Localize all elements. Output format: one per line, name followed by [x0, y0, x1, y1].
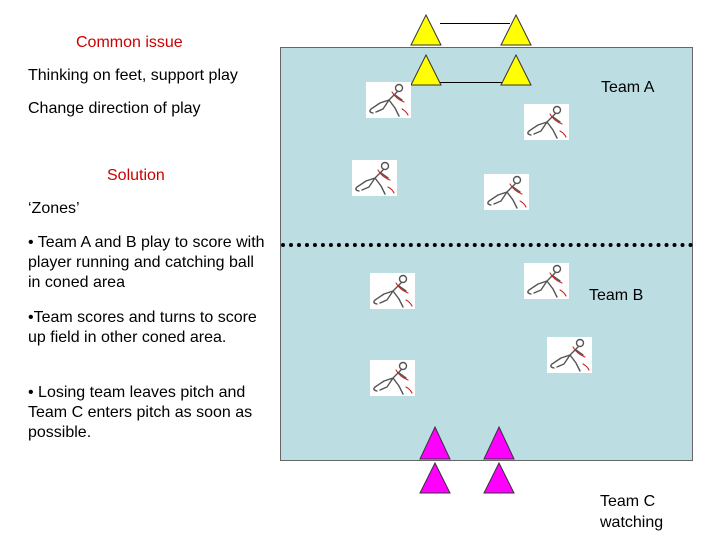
hockey-player-icon — [524, 263, 569, 299]
zone-divider-line — [281, 243, 693, 247]
hockey-player-icon — [352, 160, 397, 196]
cone-icon — [500, 13, 532, 46]
issue-heading: Common issue — [76, 34, 183, 51]
cone-icon — [483, 461, 515, 494]
hockey-player-icon — [547, 337, 592, 373]
hockey-player-icon — [370, 273, 415, 309]
team-c-watching-label: watching — [600, 514, 664, 531]
zones-label: ‘Zones’ — [28, 200, 80, 217]
hockey-player-icon — [366, 82, 411, 118]
issue-line-2: Change direction of play — [28, 100, 201, 117]
cone-icon — [419, 425, 451, 460]
cone-icon — [410, 13, 442, 46]
team-a-label: Team A — [601, 79, 655, 96]
team-c-label: Team C — [600, 493, 656, 510]
issue-line-1: Thinking on feet, support play — [28, 67, 238, 84]
cone-icon — [410, 53, 442, 86]
team-b-label: Team B — [589, 287, 644, 304]
top-cone-link-lower — [440, 82, 510, 83]
bullet-2: •Team scores and turns to score up field… — [28, 309, 257, 346]
hockey-player-icon — [524, 104, 569, 140]
cone-icon — [419, 461, 451, 494]
top-cone-link-upper — [440, 23, 510, 24]
bullet-3: • Losing team leaves pitch and Team C en… — [28, 384, 253, 441]
solution-heading: Solution — [107, 167, 165, 184]
hockey-player-icon — [484, 174, 529, 210]
bullet-1: • Team A and B play to score with player… — [28, 234, 265, 291]
hockey-player-icon — [370, 360, 415, 396]
cone-icon — [483, 425, 515, 460]
pitch — [280, 47, 693, 461]
cone-icon — [500, 53, 532, 86]
